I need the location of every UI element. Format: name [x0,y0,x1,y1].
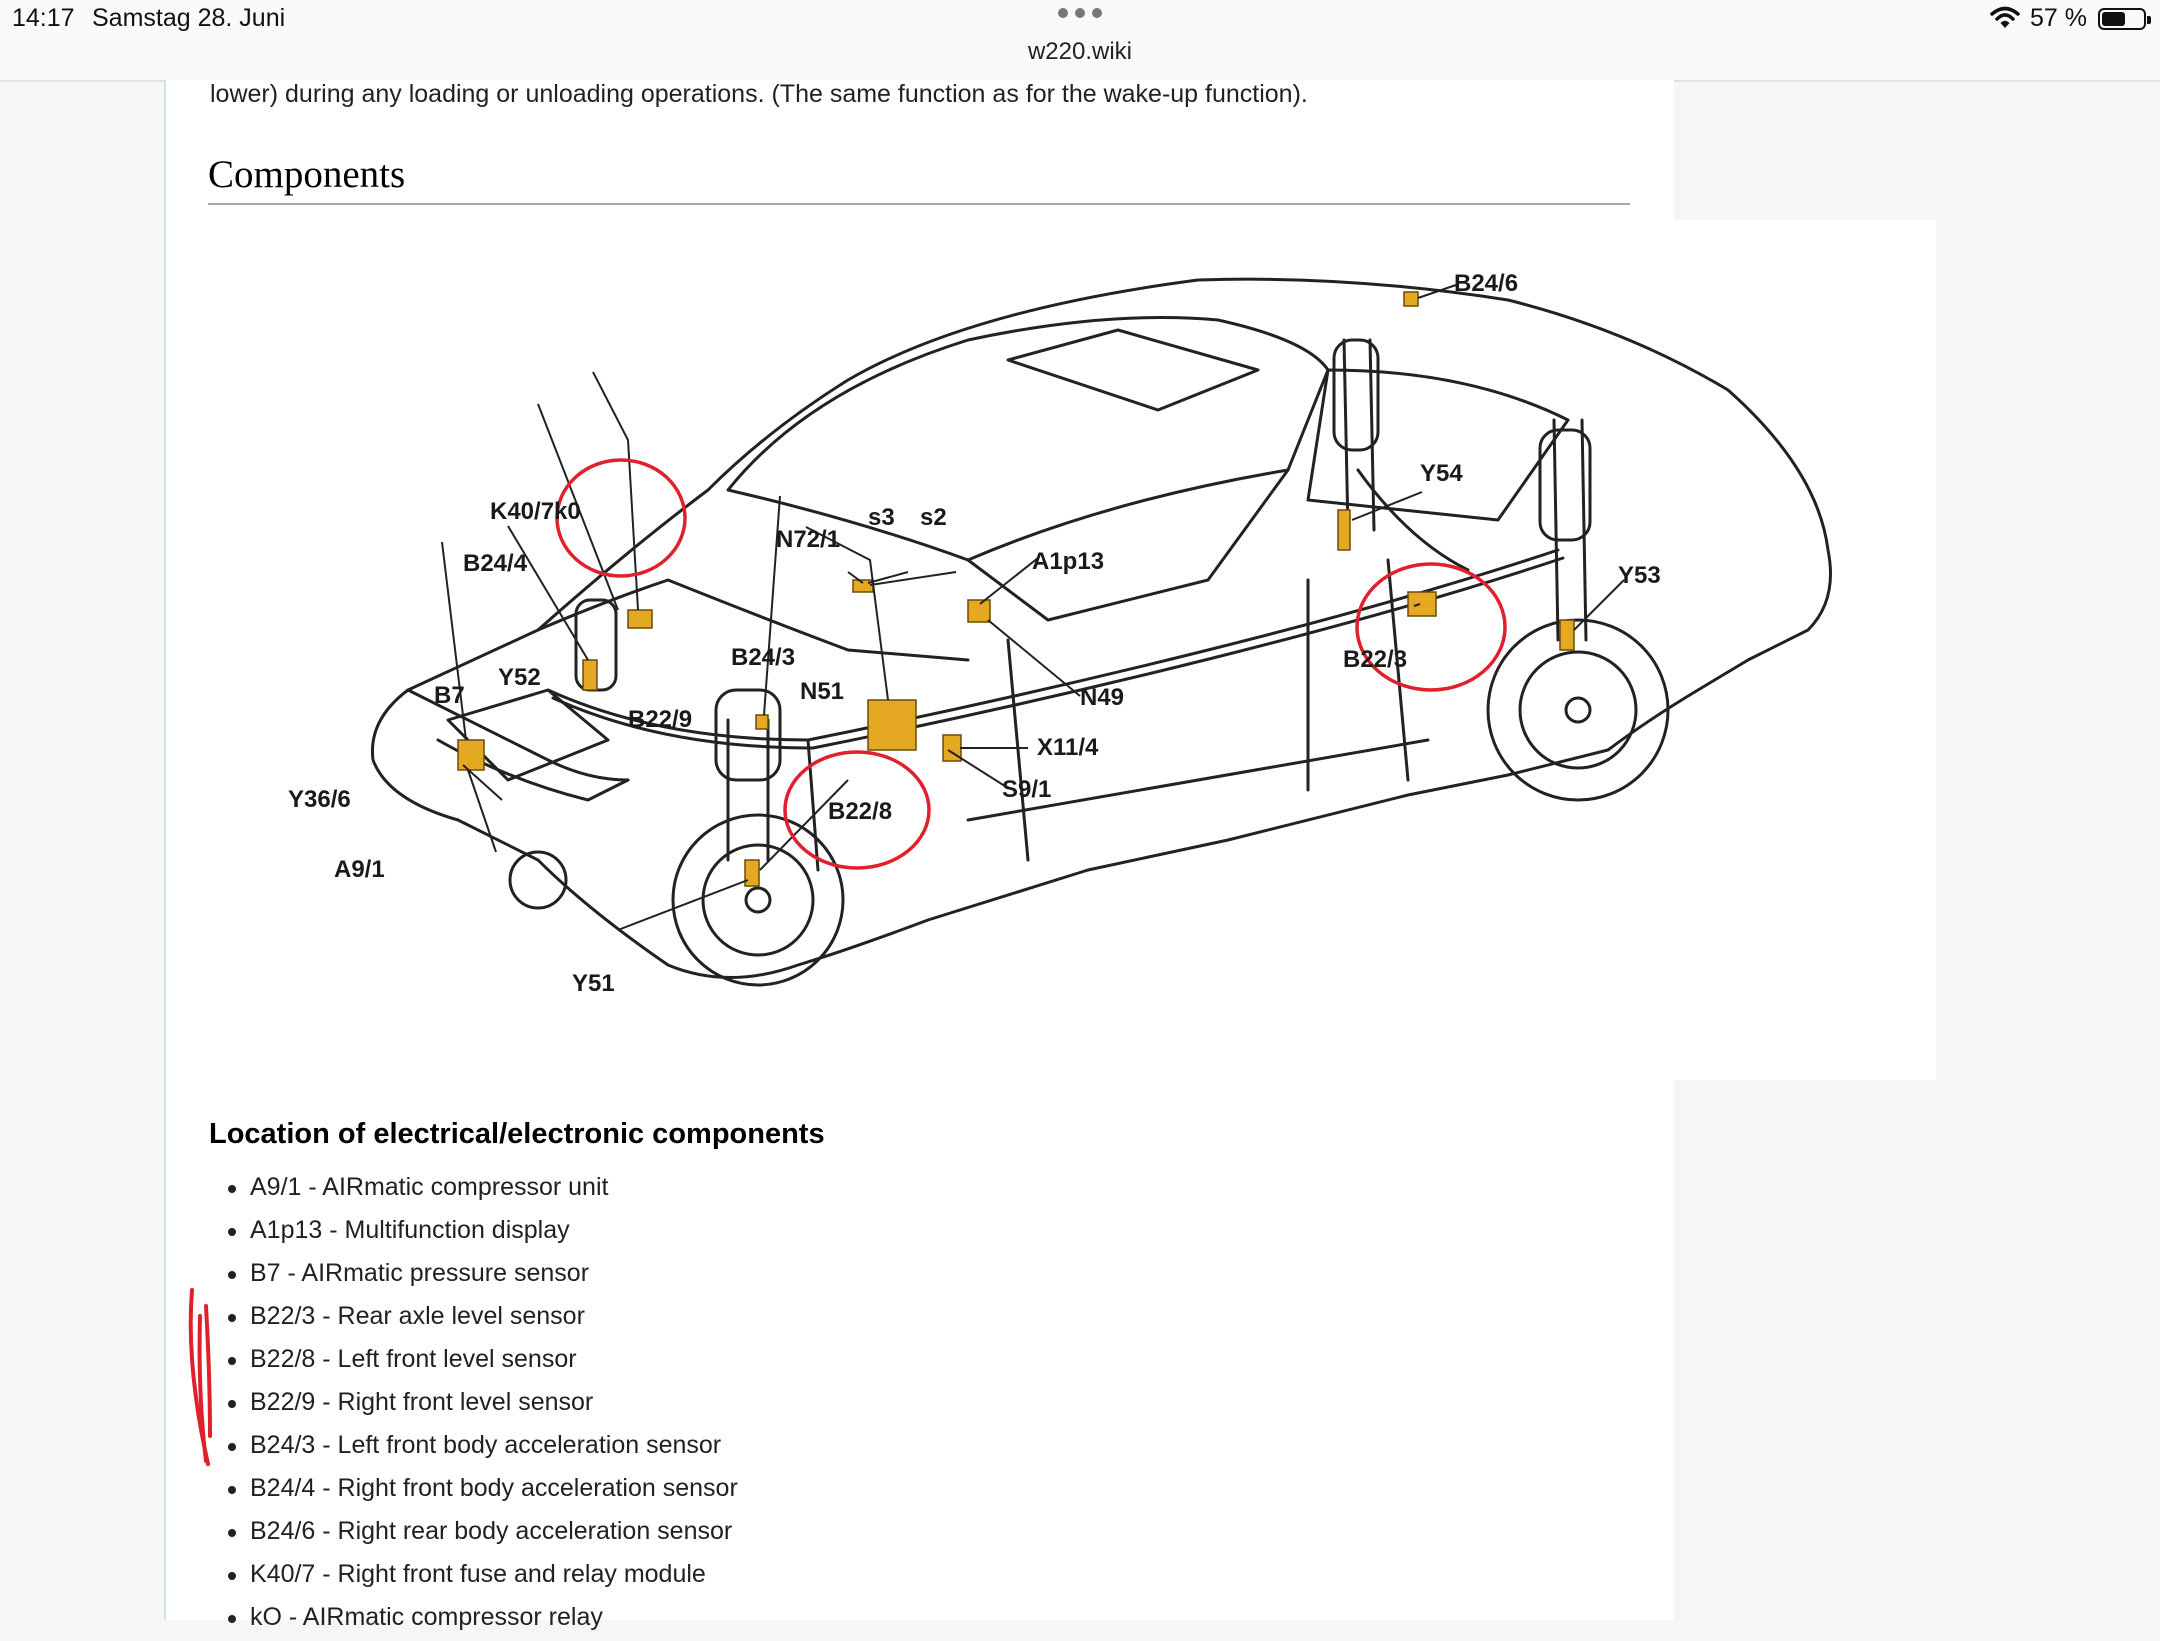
label-y52: Y52 [498,664,541,691]
label-y36-6: Y36/6 [288,786,351,813]
label-k40-7k0: K40/7k0 [490,498,581,525]
list-item: B24/3 - Left front body acceleration sen… [224,1426,738,1469]
label-a1p13: A1p13 [1032,548,1105,575]
list-item: B24/6 - Right rear body acceleration sen… [224,1512,738,1555]
list-item: B22/9 - Right front level sensor [224,1383,738,1426]
label-b24-4: B24/4 [463,550,528,577]
label-y53: Y53 [1618,562,1661,589]
battery-icon [2098,8,2151,30]
list-item: B22/3 - Rear axle level sensor [224,1297,738,1340]
battery-percent: 57 % [2030,4,2087,32]
car-components-diagram: B24/6 Y54 Y53 B22/3 K40/7k0 B24/4 N72/1 … [208,220,1936,1080]
label-b22-9: B22/9 [628,706,693,733]
status-time: 14:17 [12,4,75,32]
components-list: A9/1 - AIRmatic compressor unit A1p13 - … [224,1168,738,1641]
label-n72-1: N72/1 [776,526,841,553]
label-b22-3: B22/3 [1343,646,1408,673]
label-s9-1: S9/1 [1002,776,1052,803]
label-a9-1: A9/1 [334,856,385,883]
heading-divider [208,203,1630,205]
label-y51: Y51 [572,970,615,997]
list-item: K40/7 - Right front fuse and relay modul… [224,1555,738,1598]
list-item: B7 - AIRmatic pressure sensor [224,1254,738,1297]
intro-paragraph: lower) during any loading or unloading o… [210,80,1308,108]
label-s3: s3 [868,504,895,531]
status-bar: 14:17 Samstag 28. Juni w220.wiki 57 % [0,0,2160,82]
list-heading: Location of electrical/electronic compon… [209,1118,825,1150]
label-b24-3: B24/3 [731,644,796,671]
list-item: B24/4 - Right front body acceleration se… [224,1469,738,1512]
list-item: B22/8 - Left front level sensor [224,1340,738,1383]
list-item: A9/1 - AIRmatic compressor unit [224,1168,738,1211]
list-item: A1p13 - Multifunction display [224,1211,738,1254]
label-n49: N49 [1080,684,1125,711]
label-y54: Y54 [1420,460,1463,487]
article-left-border [164,80,166,1620]
handwritten-red-mark [188,1288,212,1466]
label-b7: B7 [434,682,465,709]
wifi-icon [1990,6,2020,28]
label-n51: N51 [800,678,845,705]
address-url[interactable]: w220.wiki [1027,38,1133,65]
section-heading: Components [208,153,406,196]
label-b24-6: B24/6 [1454,270,1519,297]
more-dots-icon[interactable] [1058,8,1102,24]
status-date: Samstag 28. Juni [92,4,286,32]
label-s2: s2 [920,504,947,531]
label-x11-4: X11/4 [1037,734,1099,761]
label-b22-8: B22/8 [828,798,893,825]
car-line-drawing [370,277,1832,987]
